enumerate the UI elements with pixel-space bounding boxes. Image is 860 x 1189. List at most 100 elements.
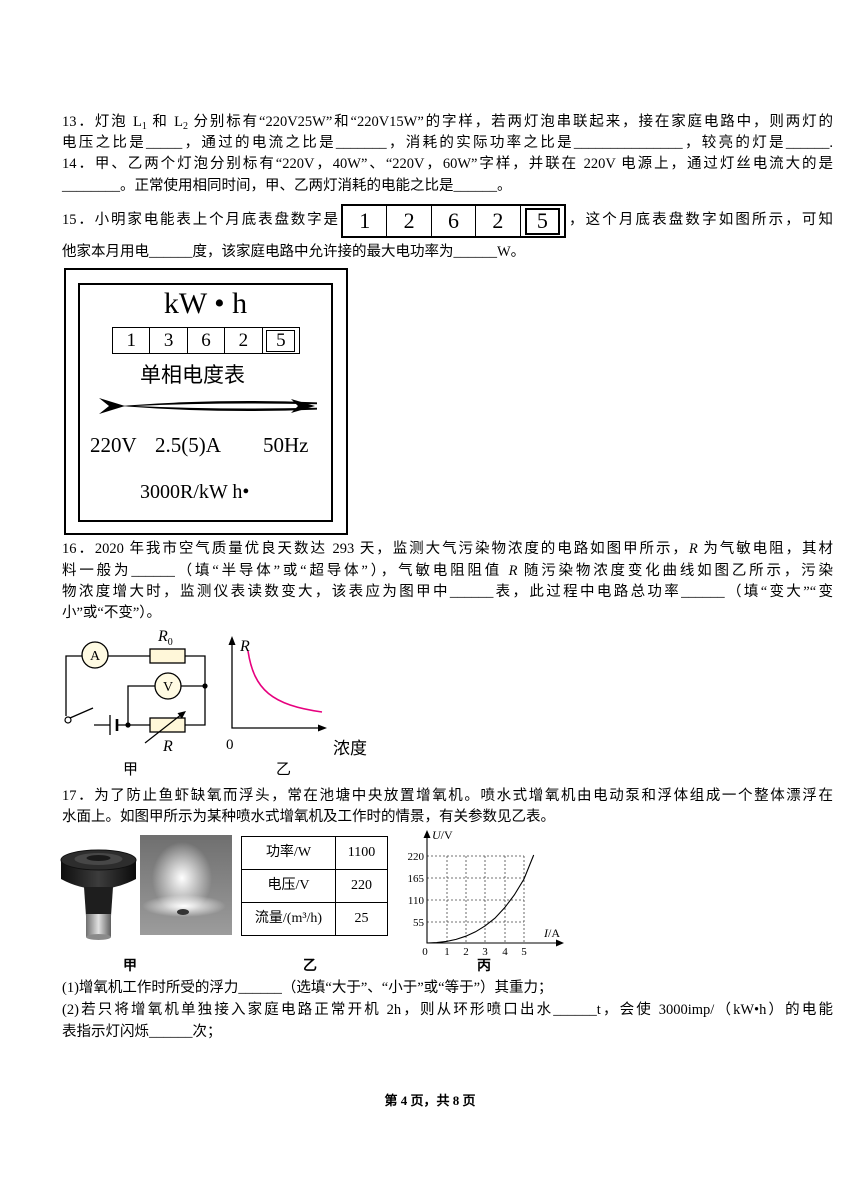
q16-line-2: 料一般为______（填“半导体”或“超导体”），气敏电阻阻值 R 随污染物浓度… [62,562,833,580]
q16-symbol-r: R [688,541,698,557]
q16-line-4: 小”或“不变”）。 [62,605,162,621]
meter-digit: 3 [150,328,188,353]
meter-digit: 6 [188,328,226,353]
arrow-shaft-inner [135,403,317,409]
table-row: 流量/(m³/h) 25 [241,902,388,936]
junction-dot [125,722,131,728]
resistor-r0 [149,648,186,664]
q16-line-1: 16．2020 年我市空气质量优良天数达 293 天，监测大气污染物浓度的电路如… [62,540,833,558]
q13-line-2: 电压之比是_____，通过的电流之比是_______，消耗的实际功率之比是___… [62,135,833,151]
ammeter-icon [81,641,109,669]
q13-line-1: 13．灯泡 L1 和 L2 分别标有“220V25W”和“220V15W”的字样… [62,113,833,132]
aerator-in-water [177,909,189,915]
arrowhead-actual [291,399,315,413]
origin-label: 0 [226,737,234,753]
x-axis-arrow [556,939,564,947]
energy-meter-panel [78,283,333,522]
parameter-table: 功率/W 1100 电压/V 220 流量/(m³/h) 25 [241,836,388,936]
arrow-tail [99,398,125,414]
reading-digit: 2 [387,206,432,236]
page-footer: 第 4 页，共 8 页 [384,1093,476,1108]
q15-line-1-end: ，这个月底表盘数字如图所示，可知 [569,212,833,228]
meter-frequency: 50Hz [263,433,309,457]
meter-unit-label: kW • h [163,287,248,320]
q13-text-b: 和 L [146,114,184,130]
y-axis-label: R [239,638,250,655]
meter-decimal-digit: 5 [266,329,296,352]
meter-rotation-arrow-icon [99,398,317,414]
pump-neck [84,887,113,916]
circuit-diagram: A R0 V R [64,628,208,755]
table-cell-value: 220 [335,869,388,903]
figure-caption-c: 丙 [477,959,491,974]
voltmeter-icon [154,672,182,700]
q16-text-d: 随污染物浓度变化曲线如图乙所示，污染 [517,563,834,579]
float-nozzle [86,855,111,861]
pump-bottom [86,934,111,940]
table-row: 功率/W 1100 [241,836,388,870]
last-month-meter-reading: 1 2 6 2 5 [341,204,566,238]
u-i-curve [426,854,535,944]
r0-label: R0 [157,628,173,648]
q17-line-1: 17．为了防止鱼虾缺氧而浮头，常在池塘中央放置增氧机。喷水式增氧机由电动泵和浮体… [62,788,833,804]
meter-digit: 1 [113,328,151,353]
q16-text-b: 为气敏电阻，其材 [697,541,833,557]
reading-digit: 6 [432,206,477,236]
q13-text-a: 13．灯泡 L [62,114,142,130]
meter-constant: 3000R/kW h• [140,481,250,503]
figure-caption-b: 乙 [303,959,317,974]
figure-caption-b: 乙 [276,762,292,778]
y-axis-arrow [228,636,236,645]
meter-decimal-cell: 5 [263,328,299,353]
q17-part-2-continued: 表指示灯闪烁______次； [62,1024,222,1040]
aerator-device-image [60,849,137,940]
q16-line-3: 物浓度增大时，监测仪表读数变大，该表应为图甲中______表，此过程中电路总功率… [62,584,833,600]
q15-line-2: 他家本月用电______度，该家庭电路中允许接的最大电功率为______W。 [62,244,526,260]
table-cell-param: 电压/V [241,869,336,903]
reading-digit: 1 [343,206,388,236]
y-axis-label: U/V [432,828,453,842]
table-cell-param: 流量/(m³/h) [241,902,336,936]
ammeter-label: A [90,649,101,664]
x-tick-label: 4 [502,946,508,958]
water-foam-ring [142,895,226,917]
q16-text-a: 16．2020 年我市空气质量优良天数达 293 天，监测大气污染物浓度的电路如… [62,541,689,557]
switch-pivot [64,716,72,724]
q17-part-2: (2)若只将增氧机单独接入家庭电路正常开机 2h，则从环形喷口出水______t… [62,1002,833,1018]
x-tick-label: 3 [482,946,488,958]
meter-voltage: 220V [90,433,137,457]
q17-line-2: 水面上。如图甲所示为某种喷水式增氧机及工作时的情景，有关参数见乙表。 [62,809,555,825]
energy-meter-frame [64,268,348,535]
x-axis-label: I/A [543,926,560,940]
q17-part-1: (1)增氧机工作时所受的浮力______（选填“大于”、“小于”或“等于”）其重… [62,980,553,996]
table-cell-param: 功率/W [241,836,336,870]
q16-text-c: 料一般为______（填“半导体”或“超导体”），气敏电阻阻值 [62,563,509,579]
q14-line-1: 14．甲、乙两个灯泡分别标有“220V，40W”、“220V，60W”字样，并联… [62,156,833,172]
y-tick-label: 110 [408,895,425,907]
meter-name: 单相电度表 [140,363,245,387]
x-tick-label: 1 [444,946,450,958]
meter-digit: 2 [225,328,263,353]
reading-digit: 2 [476,206,521,236]
graph-axes [231,642,320,729]
figure-caption-a: 甲 [123,762,139,778]
x-axis-label: 浓度 [333,739,367,758]
y-tick-label: 55 [413,917,425,929]
x-tick-label: 2 [463,946,469,958]
y-axis-arrow [423,830,431,838]
resistance-curve [247,650,323,713]
junction-dot [202,683,208,689]
y-tick-label: 165 [408,873,425,885]
reading-decimal-cell: 5 [521,206,564,236]
aerator-working-photo [140,835,232,935]
resistance-concentration-graph: R 0 浓度 [226,636,367,758]
table-cell-value: 1100 [335,836,388,870]
table-row: 电压/V 220 [241,869,388,903]
q14-line-2: ________。正常使用相同时间，甲、乙两灯消耗的电能之比是______。 [62,178,512,194]
switch-lever [69,707,94,719]
meter-reading: 1 3 6 2 5 [112,327,300,354]
q15-line-1-start: 15．小明家电能表上个月底表盘数字是 [62,212,338,228]
table-cell-value: 25 [335,902,388,936]
pump-motor [86,914,111,937]
